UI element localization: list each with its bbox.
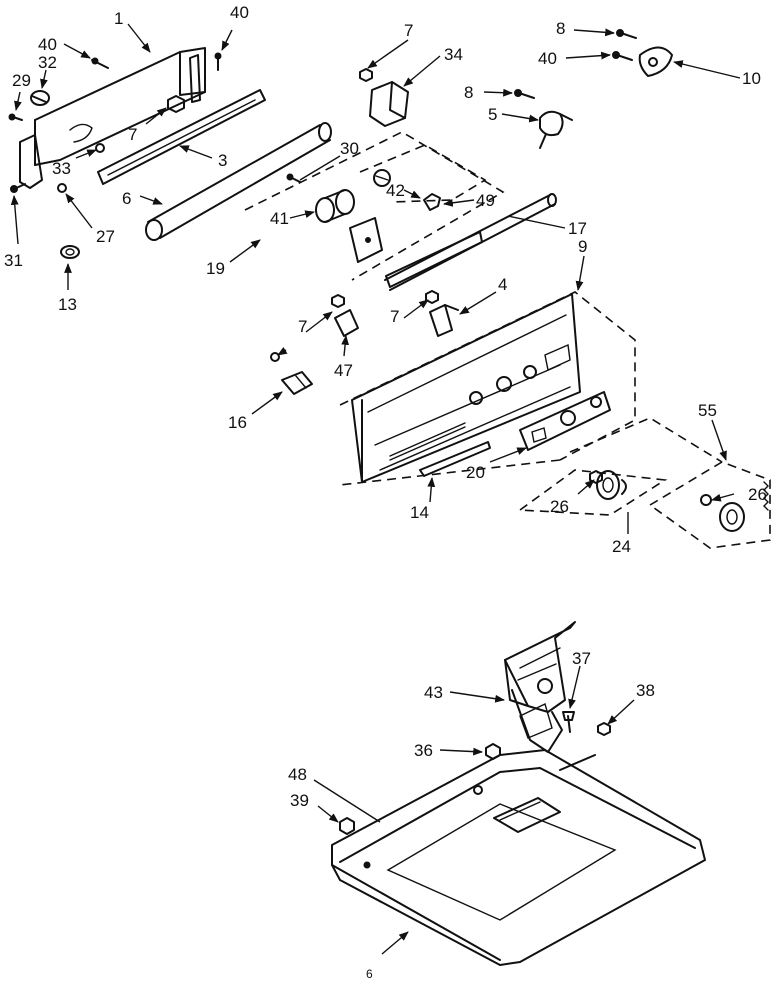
- label-9: 9: [578, 237, 587, 256]
- label-32: 32: [38, 53, 57, 72]
- label-7-34: 7: [404, 21, 413, 40]
- screw-7-left: [270, 352, 280, 362]
- label-8-mid: 8: [464, 83, 473, 102]
- screw-8-mid: [514, 89, 535, 99]
- label-41: 41: [270, 209, 289, 228]
- label-24: 24: [612, 537, 631, 556]
- label-5: 5: [488, 105, 497, 124]
- label-34: 34: [444, 45, 463, 64]
- label-27: 27: [96, 227, 115, 246]
- screw-37: [562, 711, 575, 733]
- nut-7-top: [167, 95, 185, 113]
- label-49: 49: [476, 191, 495, 210]
- label-8-top: 8: [556, 19, 565, 38]
- label-3: 3: [218, 151, 227, 170]
- callout-labels: 1 40 40 32 29 7 33 3 6 27 31 13 7 34 8 4…: [4, 3, 767, 981]
- coil-part-41: [315, 189, 355, 223]
- label-7-mid: 7: [390, 307, 399, 326]
- fuse-part-49: [423, 193, 441, 211]
- label-47: 47: [334, 361, 353, 380]
- label-7-left: 7: [298, 317, 307, 336]
- label-48: 48: [288, 765, 307, 784]
- label-20: 20: [466, 463, 485, 482]
- leader-lines: [10, 23, 741, 955]
- screw-29: [8, 113, 23, 121]
- label-39: 39: [290, 791, 309, 810]
- strip-part-14: [419, 441, 491, 477]
- label-33: 33: [52, 159, 71, 178]
- label-13: 13: [58, 295, 77, 314]
- bracket-part-1: [19, 47, 206, 189]
- latch-part-16: [281, 371, 313, 395]
- label-29: 29: [12, 71, 31, 90]
- label-31: 31: [4, 251, 23, 270]
- screw-31: [10, 183, 26, 193]
- label-16: 16: [228, 413, 247, 432]
- label-1: 1: [114, 9, 123, 28]
- label-30: 30: [340, 139, 359, 158]
- bracket-part-47: [331, 294, 359, 337]
- hinge-assembly-43: [504, 621, 576, 753]
- lid-part-48: [331, 749, 706, 966]
- label-40-top: 40: [230, 3, 249, 22]
- bracket-part-4: [425, 290, 459, 337]
- nut-38: [597, 722, 611, 736]
- nut-39: [339, 817, 355, 835]
- bracket-under-30: [349, 217, 383, 263]
- label-55: 55: [698, 401, 717, 420]
- label-6-bottom: 6: [366, 967, 373, 981]
- rail-part-3: [97, 89, 266, 185]
- screw-40-left: [91, 57, 109, 69]
- screw-8-top: [616, 29, 637, 39]
- label-26-right: 26: [748, 485, 767, 504]
- label-42: 42: [386, 181, 405, 200]
- label-43: 43: [424, 683, 443, 702]
- tube-part-6: [145, 122, 332, 241]
- label-40-left: 40: [38, 35, 57, 54]
- screw-40-top: [214, 52, 222, 71]
- label-40-right: 40: [538, 49, 557, 68]
- thermostat-part-42: [373, 169, 391, 187]
- label-4: 4: [498, 275, 507, 294]
- console-part-9: [339, 291, 636, 486]
- label-19: 19: [206, 259, 225, 278]
- rod-part-17: [384, 193, 557, 291]
- knob-assembly-24: [517, 469, 668, 516]
- knob-part-10: [638, 46, 673, 77]
- label-14: 14: [410, 503, 429, 522]
- label-37: 37: [572, 649, 591, 668]
- label-17: 17: [568, 219, 587, 238]
- knob-32: [30, 90, 50, 106]
- label-26-left: 26: [550, 497, 569, 516]
- knob-box-55: [569, 417, 771, 549]
- lid-hinge-line: [559, 754, 596, 771]
- clip-33: [95, 143, 105, 153]
- plate-part-20: [519, 391, 611, 451]
- foot-13: [60, 245, 80, 259]
- dashed-outline-30: [244, 131, 505, 281]
- timer-part-34: [359, 68, 409, 127]
- label-10: 10: [742, 69, 761, 88]
- washer-27: [57, 183, 67, 193]
- screw-30: [286, 173, 301, 183]
- label-7-top: 7: [128, 125, 137, 144]
- screw-40-right: [612, 51, 633, 61]
- label-38: 38: [636, 681, 655, 700]
- label-36: 36: [414, 741, 433, 760]
- label-6-top: 6: [122, 189, 131, 208]
- switch-part-5: [539, 110, 573, 149]
- strip-part-19: [385, 231, 483, 288]
